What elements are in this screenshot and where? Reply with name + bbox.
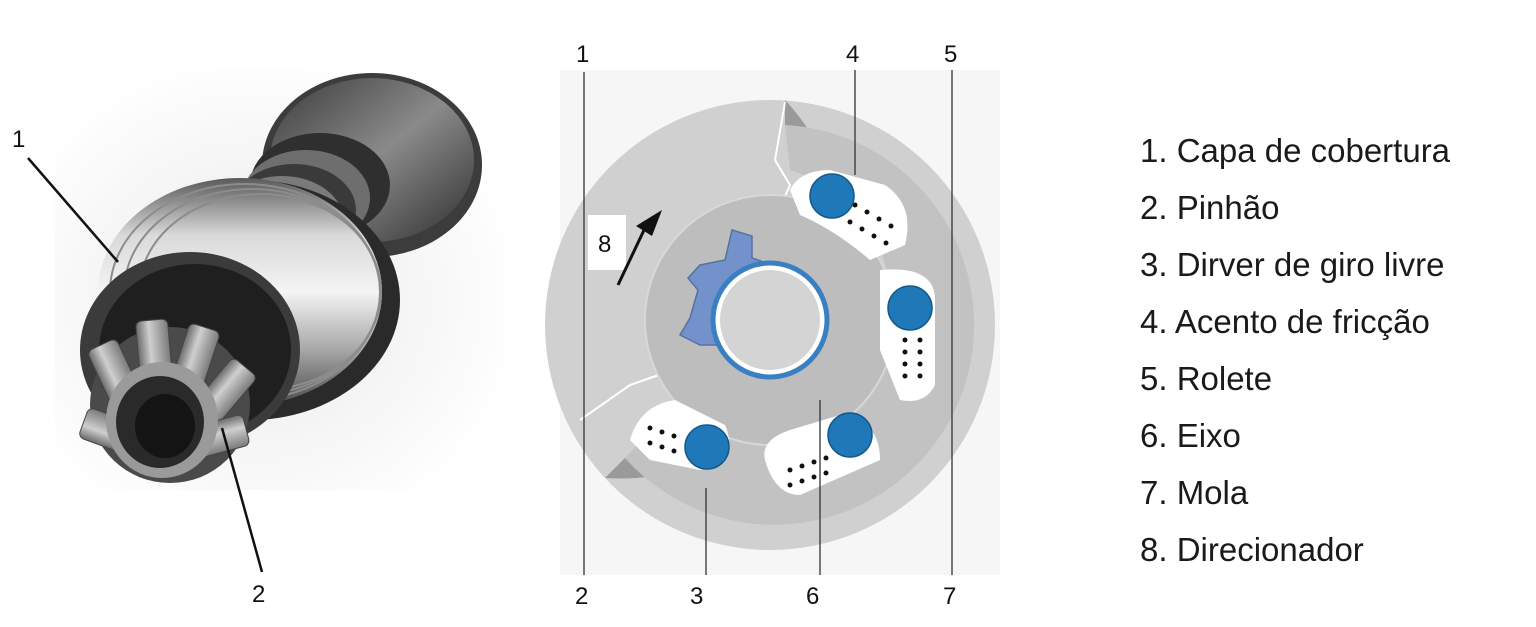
clutch-cross-section: 8 1 4 5 2 3 6 7 <box>545 41 1000 610</box>
photo-label-2: 2 <box>252 581 265 608</box>
photo-label-1: 1 <box>12 126 25 153</box>
diagram-top-label-1: 1 <box>576 41 589 68</box>
roller-bottom-left <box>685 425 729 469</box>
diagram-bottom-label-2: 2 <box>575 583 588 610</box>
diagram-top-label-5: 5 <box>944 41 957 68</box>
legend-item-4: 4. Acento de fricção <box>1140 293 1450 350</box>
diagram-top-label-4: 4 <box>846 41 859 68</box>
legend-item-2: 2. Pinhão <box>1140 179 1450 236</box>
legend-item-7: 7. Mola <box>1140 464 1450 521</box>
shaft <box>720 270 820 370</box>
roller-top <box>810 174 854 218</box>
diagram-bottom-label-7: 7 <box>943 583 956 610</box>
roller-right <box>888 286 932 330</box>
parts-legend: 1. Capa de cobertura 2. Pinhão 3. Dirver… <box>1140 122 1450 578</box>
legend-item-1: 1. Capa de cobertura <box>1140 122 1450 179</box>
roller-bottom-right <box>828 413 872 457</box>
legend-item-6: 6. Eixo <box>1140 407 1450 464</box>
legend-item-5: 5. Rolete <box>1140 350 1450 407</box>
diagram-bottom-label-6: 6 <box>806 583 819 610</box>
bendix-photo: 1 2 <box>12 70 505 608</box>
legend-item-8: 8. Direcionador <box>1140 521 1450 578</box>
director-label-8: 8 <box>598 231 611 258</box>
diagram-bottom-label-3: 3 <box>690 583 703 610</box>
legend-item-3: 3. Dirver de giro livre <box>1140 236 1450 293</box>
